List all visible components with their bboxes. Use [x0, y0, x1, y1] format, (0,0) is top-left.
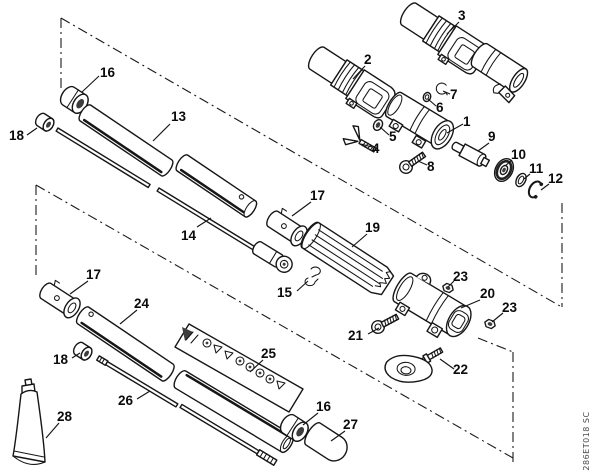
- part-number-6: 6: [436, 100, 444, 115]
- callout-leader-27: [330, 430, 346, 442]
- part-number-5: 5: [389, 129, 397, 144]
- part-number-17: 17: [86, 267, 101, 282]
- part-number-24: 24: [134, 296, 150, 311]
- callout-leader-28: [45, 422, 60, 439]
- callout-leader-14: [196, 217, 212, 228]
- drawing-number-watermark: 286ET018 SC: [582, 411, 591, 470]
- callout-leader-4: [360, 143, 373, 148]
- part-10-bearing: [493, 157, 515, 183]
- callout-leader-5: [379, 126, 390, 136]
- part-28-grease-tube: [12, 378, 46, 465]
- boundary-line: [35, 184, 514, 459]
- boundary-line: [60, 17, 561, 307]
- part-25-safety-label: [174, 323, 304, 413]
- callout-leader-12: [540, 183, 550, 191]
- part-number-27: 27: [343, 417, 358, 432]
- part-number-16: 16: [100, 65, 116, 80]
- callout-leader-22: [439, 358, 455, 370]
- part-12-snap-ring: [527, 180, 544, 199]
- part-24-drive-tube-lower: [75, 306, 294, 454]
- assembly-boundary-lines: [35, 17, 563, 462]
- callout-leader-20: [460, 299, 481, 309]
- part-number-8: 8: [427, 159, 435, 174]
- part-number-19: 19: [365, 220, 380, 235]
- part-number-14: 14: [181, 228, 197, 243]
- part-number-10: 10: [511, 147, 526, 162]
- part-number-28: 28: [57, 409, 73, 424]
- callout-leader-16: [302, 412, 319, 426]
- callout-leader-1: [446, 123, 464, 134]
- callout-leader-8: [417, 160, 428, 166]
- part-number-17: 17: [310, 188, 325, 203]
- part-number-9: 9: [488, 129, 496, 144]
- part-number-2: 2: [364, 52, 372, 67]
- part-number-18: 18: [53, 352, 69, 367]
- part-22-wing-screw: [384, 347, 444, 383]
- part-18-bushing-upper: [32, 110, 57, 134]
- callout-leader-15: [296, 280, 309, 292]
- part-7-clip: [435, 82, 448, 96]
- callout-leader-24: [119, 309, 138, 325]
- part-number-18: 18: [9, 128, 25, 143]
- part-20-coupling-housing: [392, 272, 472, 339]
- part-15-clip-upper: [304, 266, 321, 287]
- part-number-11: 11: [529, 161, 544, 176]
- callout-leader-2: [352, 65, 366, 80]
- callout-leader-16: [81, 75, 100, 93]
- part-number-25: 25: [261, 346, 277, 361]
- part-27-cap: [304, 422, 348, 462]
- part-number-7: 7: [450, 87, 458, 102]
- callout-leader-23: [491, 312, 504, 323]
- part-number-13: 13: [171, 109, 187, 124]
- part-17-coupling-plug-lower: [35, 276, 86, 322]
- callout-leader-7: [442, 90, 451, 95]
- callout-leader-17: [291, 201, 312, 217]
- callout-leader-11: [523, 173, 531, 180]
- part-6-washer: [422, 91, 432, 103]
- part-1-coupling-clamp: [384, 91, 455, 150]
- part-9-shaft-pin: [451, 141, 491, 168]
- part-number-3: 3: [458, 8, 466, 23]
- callout-leader-17: [69, 280, 89, 295]
- callout-layer: 3216131876541891011121417191517242320231…: [9, 8, 563, 442]
- callout-leader-10: [504, 159, 513, 167]
- part-number-16: 16: [316, 399, 332, 414]
- part-2-coupling-sleeve: [299, 41, 399, 125]
- callout-leader-21: [367, 327, 380, 335]
- callout-leader-9: [477, 142, 490, 152]
- part-number-12: 12: [548, 171, 563, 186]
- callout-leader-23: [447, 280, 455, 288]
- part-18-bushing-lower: [70, 339, 95, 363]
- part-4-toggle-screw: [342, 125, 377, 153]
- callout-leader-18: [26, 127, 38, 136]
- part-number-21: 21: [348, 328, 364, 343]
- part-14-drive-shaft-upper: [55, 127, 293, 273]
- part-number-22: 22: [453, 362, 468, 377]
- callout-leader-19: [351, 233, 368, 248]
- part-number-23: 23: [502, 300, 518, 315]
- part-number-23: 23: [453, 269, 469, 284]
- part-26-drive-shaft-lower: [96, 355, 278, 466]
- part-number-1: 1: [463, 114, 471, 129]
- part-21-screw: [368, 310, 402, 337]
- part-number-15: 15: [277, 285, 293, 300]
- part-number-26: 26: [118, 393, 134, 408]
- part-11-washer: [515, 172, 527, 188]
- callout-leader-6: [427, 98, 437, 107]
- part-8-screw: [396, 148, 429, 177]
- part-3-mating-sleeve: [470, 42, 529, 104]
- part-number-4: 4: [372, 141, 380, 156]
- boundary-line: [477, 337, 514, 353]
- callout-leader-18: [71, 352, 81, 359]
- part-number-20: 20: [480, 286, 495, 301]
- callout-leader-3: [446, 21, 460, 35]
- callout-leader-25: [249, 359, 264, 373]
- callout-leader-26: [136, 390, 151, 400]
- part-13-drive-tube-upper: [78, 104, 258, 218]
- callout-leader-13: [152, 123, 171, 142]
- part-19-splined-sleeve: [300, 221, 395, 296]
